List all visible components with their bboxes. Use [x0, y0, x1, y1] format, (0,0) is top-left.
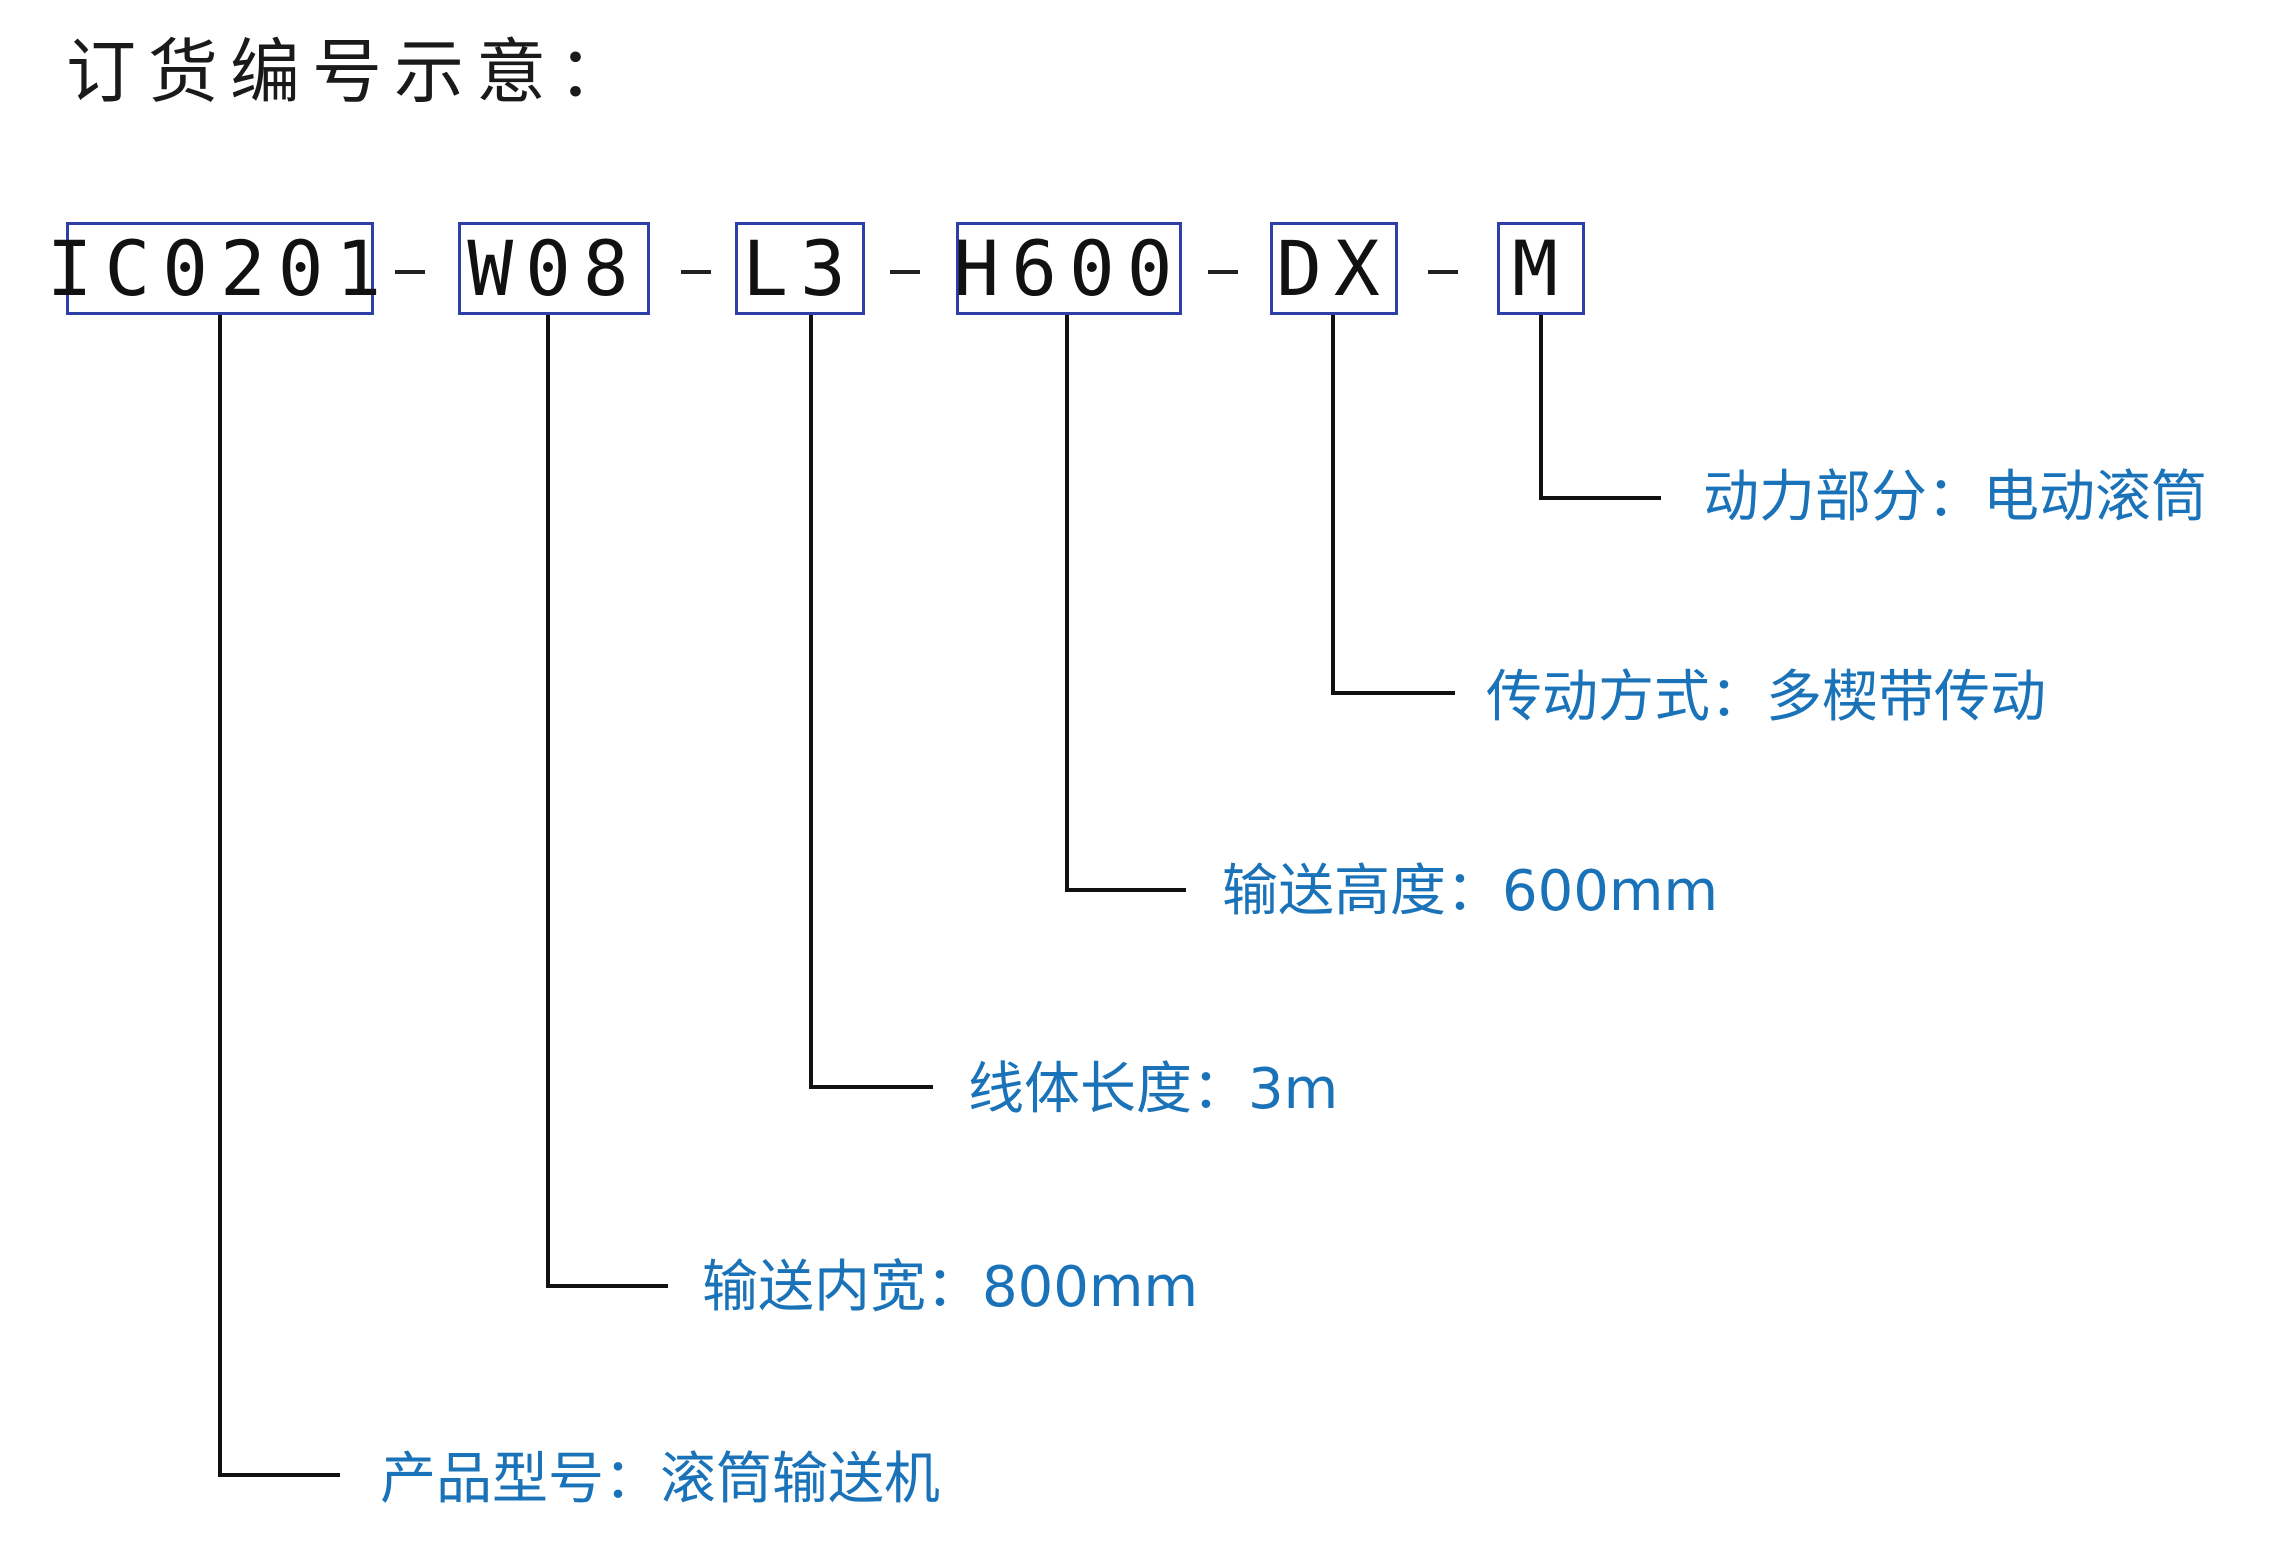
- code-box-product: IC0201: [46, 222, 394, 315]
- code-box-width: W08: [458, 222, 650, 315]
- code-box-height: H600: [953, 222, 1185, 315]
- label-power: 动力部分：电动滚筒: [1703, 465, 2207, 530]
- leader-line-height: [1065, 315, 1186, 892]
- separator-dash: [1428, 270, 1458, 274]
- separator-dash: [681, 270, 711, 274]
- label-drive: 传动方式：多楔带传动: [1486, 665, 2046, 730]
- label-length: 线体长度：3m: [968, 1057, 1339, 1122]
- leader-line-product: [218, 315, 340, 1477]
- leader-line-power: [1539, 315, 1661, 500]
- leader-line-length: [809, 315, 933, 1089]
- label-width: 输送内宽：800mm: [702, 1255, 1198, 1320]
- page-title: 订货编号示意：: [66, 31, 640, 113]
- separator-dash: [890, 270, 920, 274]
- leader-line-width: [546, 315, 668, 1288]
- leader-line-drive: [1331, 315, 1455, 695]
- label-product: 产品型号：滚筒输送机: [380, 1447, 940, 1512]
- separator-dash: [395, 270, 425, 274]
- code-box-power: M: [1497, 222, 1585, 315]
- code-box-drive: DX: [1270, 222, 1398, 315]
- label-height: 输送高度：600mm: [1222, 859, 1718, 924]
- separator-dash: [1208, 270, 1238, 274]
- code-box-length: L3: [735, 222, 865, 315]
